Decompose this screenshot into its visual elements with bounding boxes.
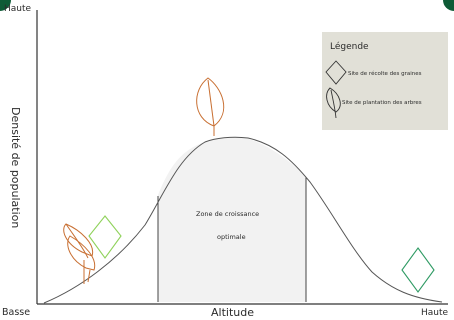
y-axis-top-label: Haute	[4, 4, 32, 14]
legend-item-label: Site de plantation des arbres	[342, 100, 422, 106]
x-axis-right-label: Haute	[421, 308, 449, 318]
x-axis-title: Altitude	[211, 306, 254, 319]
leaf-icon	[63, 223, 96, 284]
y-axis-bottom-label: Basse	[2, 307, 30, 318]
leaf-icon	[326, 87, 341, 119]
diamond-icon	[88, 215, 122, 259]
legend-item-label: Site de récolte des graines	[348, 70, 422, 77]
optimal-zone-label-line2: optimale	[217, 233, 246, 241]
legend-item-seed-harvest: Site de récolte des graines	[325, 60, 422, 85]
legend-box	[322, 32, 448, 130]
optimal-zone-area	[158, 137, 306, 302]
corner-decoration-right	[443, 0, 454, 11]
y-axis-title: Densité de population	[9, 107, 22, 228]
leaf-icon	[196, 77, 225, 136]
corner-decoration-left	[0, 0, 11, 11]
diamond-icon	[401, 247, 435, 293]
population-curve	[43, 136, 443, 304]
optimal-zone-label-line1: Zone de croissance	[196, 210, 259, 218]
legend-item-tree-planting: Site de plantation des arbres	[326, 87, 422, 119]
legend-title: Légende	[330, 41, 369, 52]
diamond-icon	[325, 60, 347, 85]
